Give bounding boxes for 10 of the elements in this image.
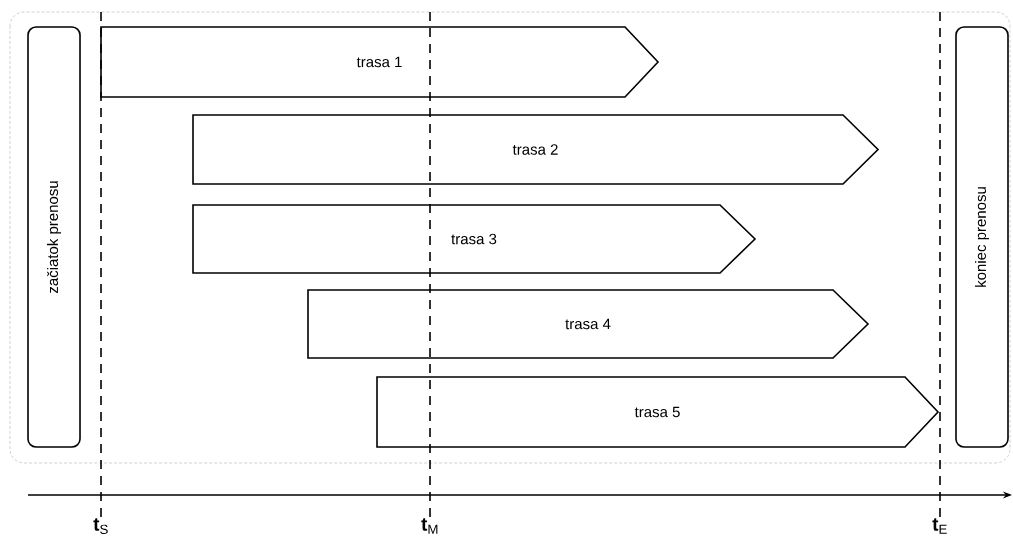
phase-bar: začiatok prenosu [27,26,81,448]
route-band: trasa 2 [192,114,880,185]
time-label: t$_{S}$ [93,518,108,535]
route-band: trasa 1 [100,26,660,98]
phase-bar: koniec prenosu [955,26,1009,448]
route-band: trasa 5 [376,376,940,448]
time-label: t$_{E}$ [932,518,947,534]
time-label: t$_{M}$ [421,518,438,534]
route-band: trasa 4 [307,289,870,359]
route-band: trasa 3 [192,204,757,274]
